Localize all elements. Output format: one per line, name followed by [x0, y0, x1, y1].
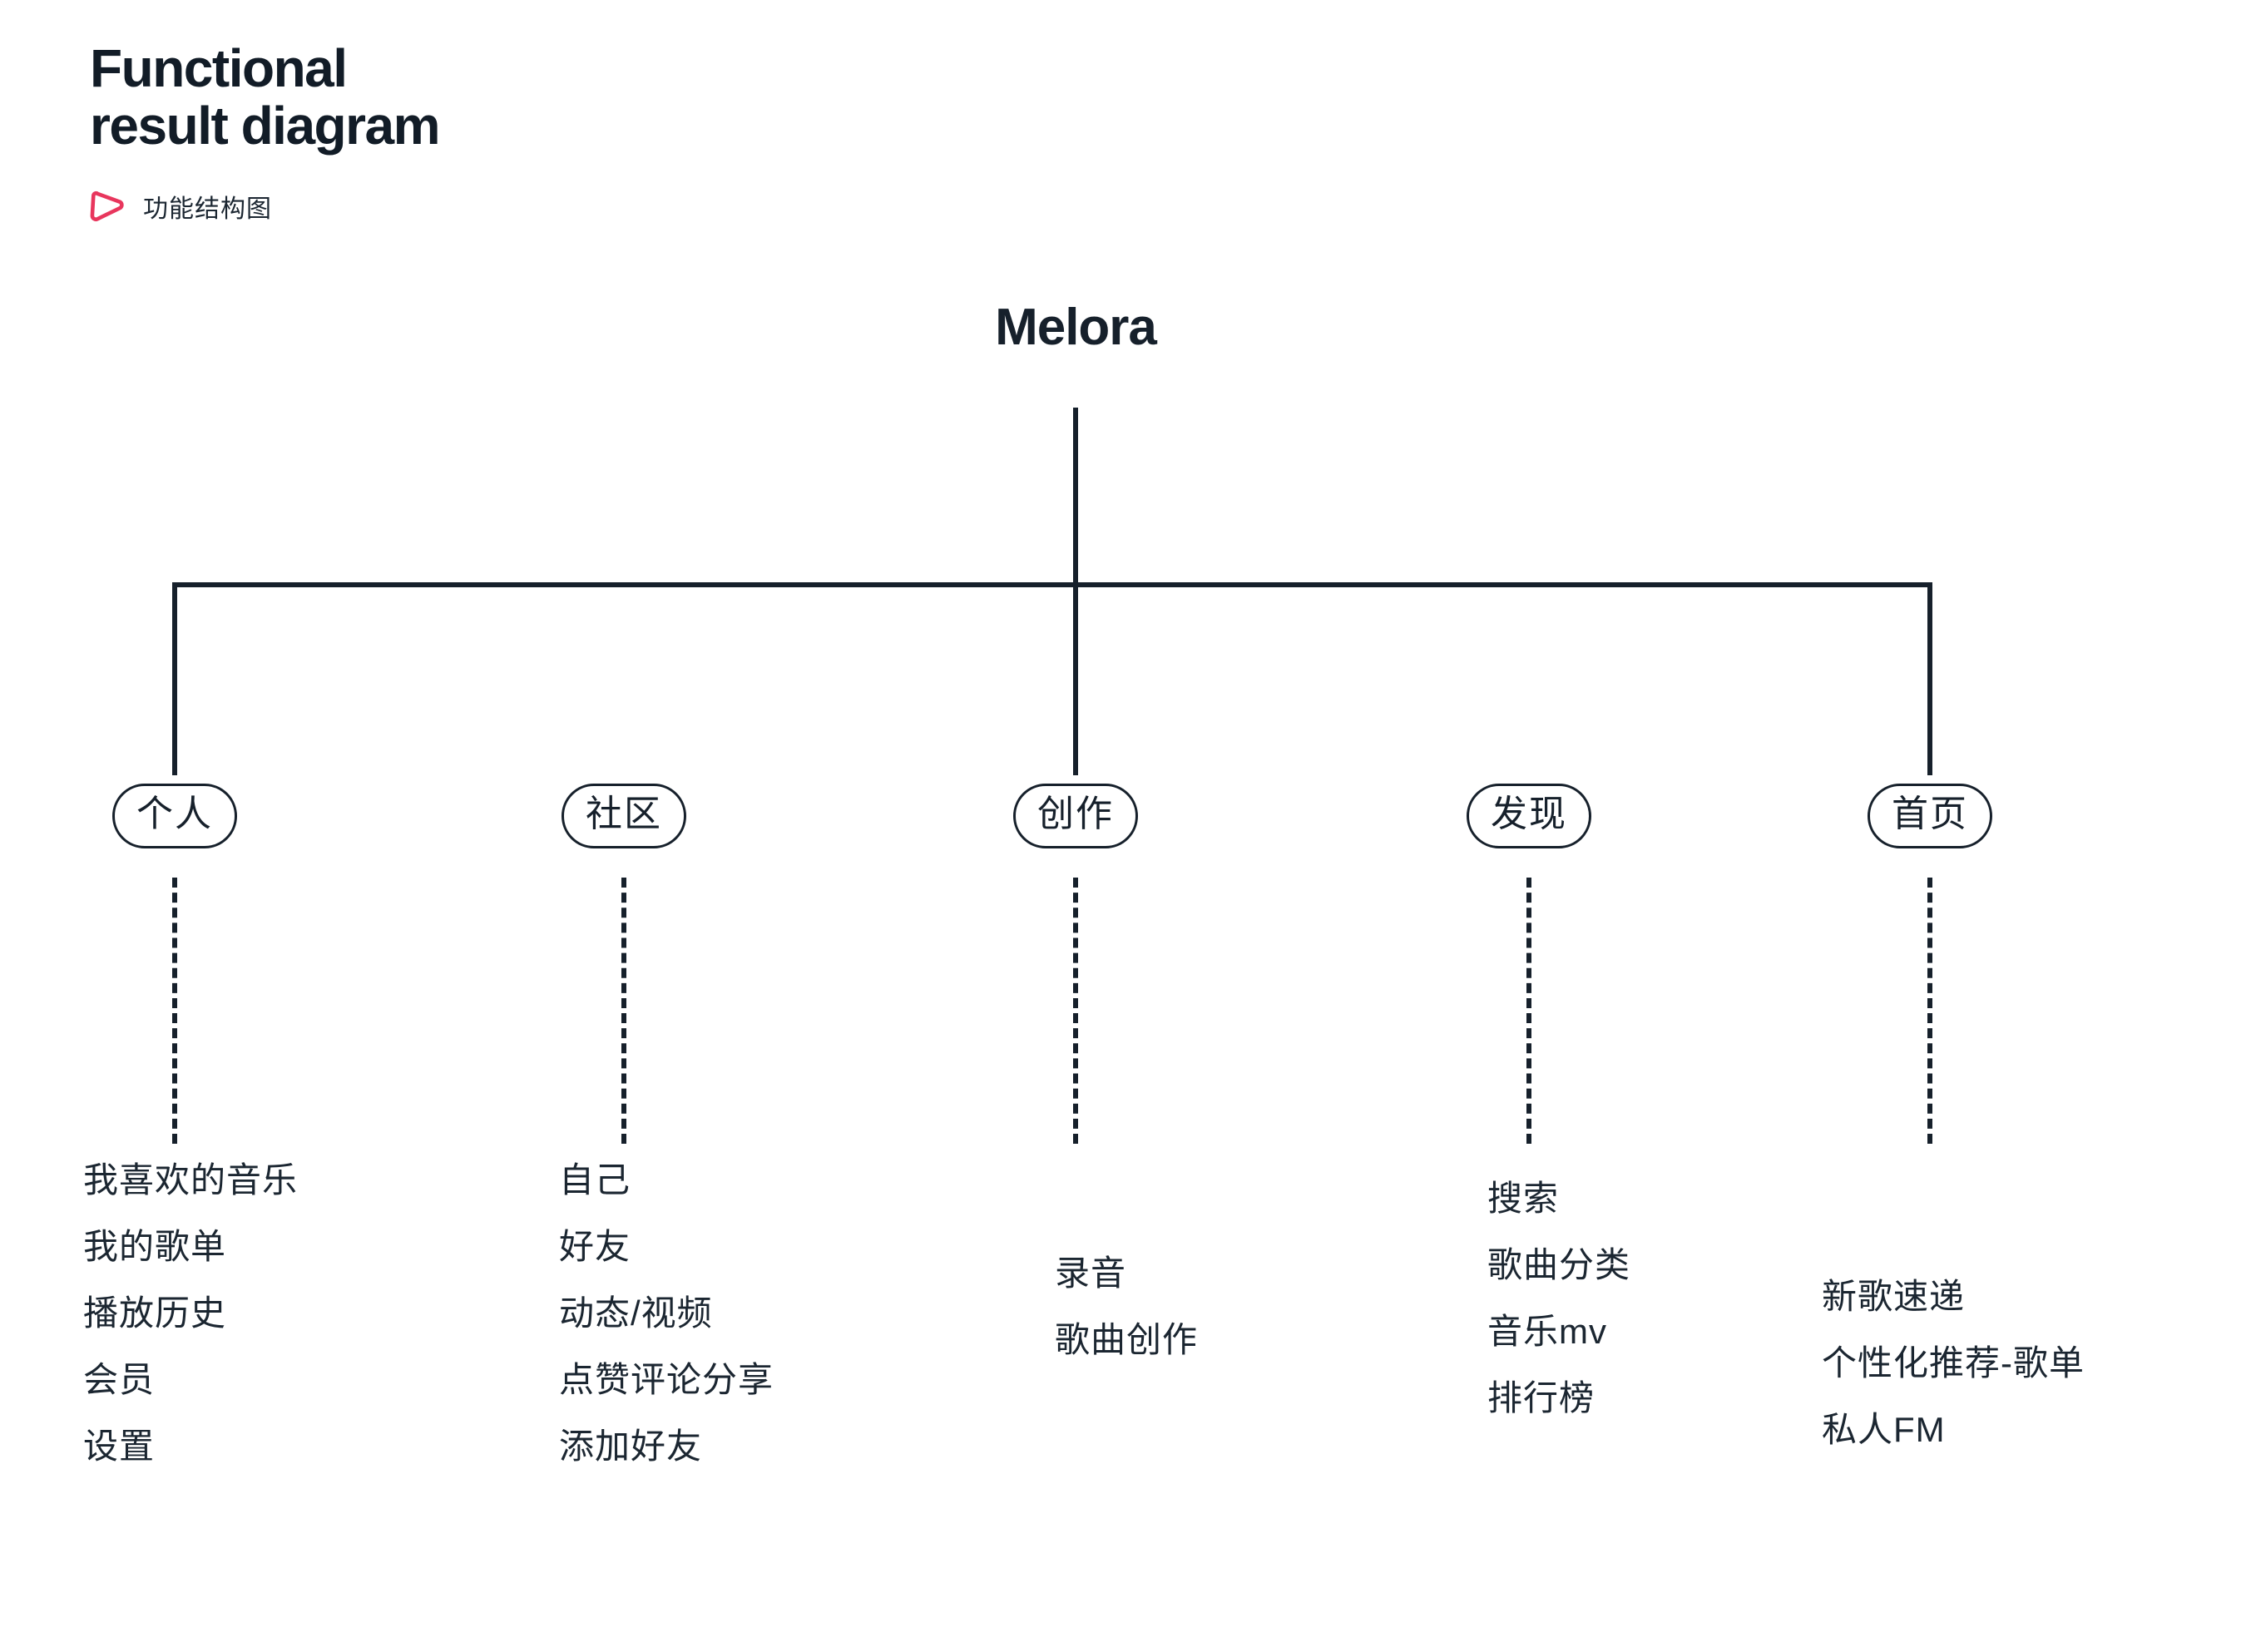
- branch-drop-home: [1927, 582, 1932, 775]
- leaf-item[interactable]: 自己: [559, 1160, 631, 1199]
- branch-node-discover[interactable]: 发现: [1467, 784, 1591, 848]
- leaf-connector-home: [1927, 878, 1932, 1144]
- leaf-item[interactable]: 歌曲分类: [1487, 1245, 1631, 1284]
- play-triangle-icon: [90, 188, 126, 225]
- leaf-item[interactable]: 好友: [559, 1227, 631, 1266]
- leaf-item[interactable]: 会员: [83, 1360, 156, 1399]
- leaf-column-community: 自己 好友 动态/视频 点赞评论分享 添加好友: [559, 1163, 774, 1464]
- leaf-item[interactable]: 添加好友: [559, 1427, 703, 1466]
- branch-node-create[interactable]: 创作: [1013, 784, 1138, 848]
- leaf-column-personal: 我喜欢的音乐 我的歌单 播放历史 会员 设置: [83, 1163, 298, 1464]
- leaf-connector-create: [1073, 878, 1078, 1144]
- branch-drop-personal: [172, 582, 177, 775]
- leaf-item[interactable]: 歌曲创作: [1055, 1320, 1199, 1359]
- leaf-item[interactable]: 搜索: [1487, 1179, 1560, 1218]
- subtitle-label: 功能结构图: [143, 195, 272, 224]
- root-stem-line: [1073, 408, 1078, 587]
- branch-node-personal[interactable]: 个人: [112, 784, 237, 848]
- leaf-item[interactable]: 设置: [83, 1427, 156, 1466]
- leaf-item[interactable]: 动态/视频: [559, 1293, 713, 1333]
- page-title: Functional result diagram: [90, 38, 441, 156]
- branch-node-community[interactable]: 社区: [562, 784, 686, 848]
- leaf-item[interactable]: 排行榜: [1487, 1378, 1595, 1417]
- leaf-item[interactable]: 私人FM: [1822, 1410, 1946, 1449]
- leaf-item[interactable]: 新歌速递: [1822, 1277, 1966, 1316]
- leaf-column-discover: 搜索 歌曲分类 音乐mv 排行榜: [1487, 1181, 1630, 1416]
- leaf-connector-community: [621, 878, 626, 1144]
- branch-bus-line: [172, 582, 1932, 587]
- leaf-item[interactable]: 个性化推荐-歌单: [1822, 1343, 2085, 1382]
- leaf-item[interactable]: 点赞评论分享: [559, 1360, 774, 1399]
- leaf-column-home: 新歌速递 个性化推荐-歌单 私人FM: [1822, 1279, 2085, 1447]
- header: Functional result diagram 功能结构图: [90, 38, 441, 225]
- leaf-item[interactable]: 播放历史: [83, 1293, 227, 1333]
- leaf-column-create: 录音 歌曲创作: [1055, 1256, 1198, 1358]
- leaf-connector-personal: [172, 878, 177, 1144]
- leaf-item[interactable]: 音乐mv: [1487, 1312, 1607, 1351]
- leaf-connector-discover: [1526, 878, 1531, 1144]
- branch-drop-create: [1073, 582, 1078, 775]
- subtitle-row: 功能结构图: [90, 188, 439, 225]
- leaf-item[interactable]: 我的歌单: [83, 1227, 227, 1266]
- root-node-melora: Melora: [995, 299, 1157, 356]
- leaf-item[interactable]: 录音: [1055, 1254, 1127, 1293]
- leaf-item[interactable]: 我喜欢的音乐: [83, 1160, 299, 1199]
- branch-node-home[interactable]: 首页: [1868, 784, 1992, 848]
